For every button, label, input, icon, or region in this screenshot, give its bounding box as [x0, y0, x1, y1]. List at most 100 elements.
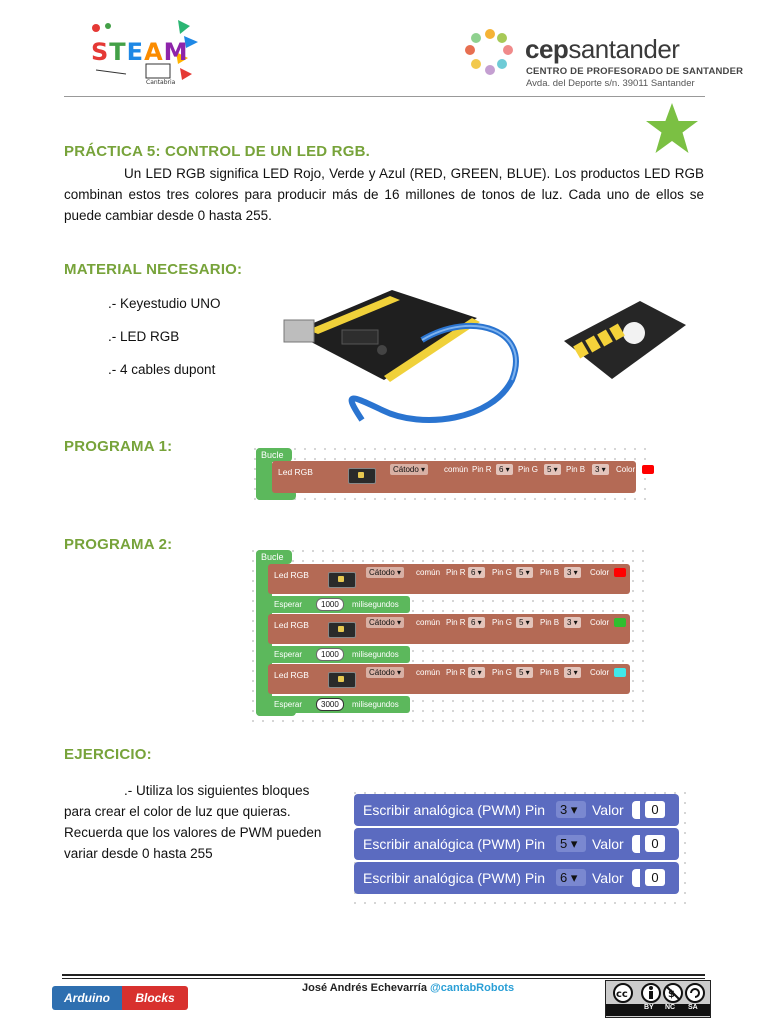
wait-block[interactable]: Esperar 1000 milisegundos — [268, 596, 410, 613]
pin-b-label: Pin B — [540, 618, 560, 627]
header-divider — [64, 96, 705, 97]
color-label: Color — [590, 618, 610, 627]
pin-b-dropdown[interactable]: 3 ▾ — [592, 464, 609, 475]
cc-sa-label: SA — [688, 1004, 698, 1011]
cc-icons: cc $ — [613, 983, 705, 1003]
pin-r-dropdown[interactable]: 6 ▾ — [468, 617, 485, 628]
pin-g-dropdown[interactable]: 5 ▾ — [516, 667, 533, 678]
color-label: Color — [590, 668, 610, 677]
pin-r-dropdown[interactable]: 6 ▾ — [468, 667, 485, 678]
footer-divider — [62, 974, 705, 976]
pwm-value-field[interactable]: 0 — [640, 799, 670, 820]
twitter-handle[interactable]: @cantabRobots — [430, 982, 515, 994]
led-chip-icon — [328, 672, 356, 688]
pwm-block[interactable]: Escribir analógica (PWM) Pin 6 ▾ Valor 0 — [354, 862, 679, 894]
cep-address: Avda. del Deporte s/n. 39011 Santander — [526, 78, 695, 89]
comun-label: común — [416, 668, 441, 677]
intro-paragraph: Un LED RGB significa LED Rojo, Verde y A… — [64, 166, 704, 223]
pwm-value-label: Valor — [592, 870, 624, 886]
led-chip-icon — [348, 468, 376, 484]
wait-ms-field[interactable]: 1000 — [316, 598, 344, 611]
arduino-board-image — [283, 290, 519, 423]
pwm-value-label: Valor — [592, 802, 624, 818]
led-rgb-label: Led RGB — [278, 467, 313, 477]
color-swatch[interactable] — [614, 568, 626, 577]
arduinoblocks-logo-right: Blocks — [122, 986, 188, 1010]
type-dropdown[interactable]: Cátodo ▾ — [366, 617, 405, 628]
cep-logo-icon — [465, 29, 513, 75]
ejercicio-instructions: .- Utiliza los siguientes bloques para c… — [64, 780, 334, 864]
led-rgb-block[interactable]: Led RGB Cátodo ▾ común Pin R 6 ▾ Pin G 5… — [272, 461, 654, 493]
wait-block[interactable]: Esperar 1000 milisegundos — [268, 646, 410, 663]
led-rgb-block[interactable]: Led RGB Cátodo ▾ común Pin R 6 ▾ Pin G 5… — [268, 614, 630, 644]
svg-text:$: $ — [668, 989, 675, 1000]
pwm-value-label: Valor — [592, 836, 624, 852]
pwm-block[interactable]: Escribir analógica (PWM) Pin 5 ▾ Valor 0 — [354, 828, 679, 860]
steam-logo: Cantabria — [92, 20, 198, 86]
cep-subtitle: CENTRO DE PROFESORADO DE SANTANDER — [526, 66, 744, 77]
svg-text:cc: cc — [616, 989, 628, 1000]
led-rgb-label: Led RGB — [274, 570, 309, 580]
color-label: Color — [590, 568, 610, 577]
comun-label: común — [416, 618, 441, 627]
cc-nc-label: NC — [665, 1004, 676, 1011]
pwm-label: Escribir analógica (PWM) Pin — [363, 836, 546, 852]
pwm-value-field[interactable]: 0 — [640, 833, 670, 854]
pin-b-dropdown[interactable]: 3 ▾ — [564, 617, 581, 628]
wait-label: Esperar — [274, 600, 303, 609]
pwm-label: Escribir analógica (PWM) Pin — [363, 802, 546, 818]
pwm-input-notch — [632, 869, 640, 887]
pwm-pin-dropdown[interactable]: 6 ▾ — [556, 869, 586, 886]
pin-g-label: Pin G — [492, 568, 513, 577]
pin-r-dropdown[interactable]: 6 ▾ — [496, 464, 513, 475]
color-swatch[interactable] — [614, 618, 626, 627]
ejercicio-line: para crear el color de luz que quieras. — [64, 804, 291, 819]
star-icon — [646, 103, 698, 153]
wait-ms-field[interactable]: 1000 — [316, 648, 344, 661]
led-rgb-block[interactable]: Led RGB Cátodo ▾ común Pin R 6 ▾ Pin G 5… — [268, 664, 630, 694]
color-swatch[interactable] — [642, 465, 654, 474]
pin-g-dropdown[interactable]: 5 ▾ — [544, 464, 561, 475]
pwm-pin-dropdown[interactable]: 3 ▾ — [556, 801, 586, 818]
pwm-value-field[interactable]: 0 — [640, 867, 670, 888]
wait-unit-label: milisegundos — [352, 600, 399, 609]
pin-r-dropdown[interactable]: 6 ▾ — [468, 567, 485, 578]
pwm-block[interactable]: Escribir analógica (PWM) Pin 3 ▾ Valor 0 — [354, 794, 679, 826]
pin-r-label: Pin R — [446, 568, 466, 577]
programa1-canvas: Bucle Led RGB Cátodo ▾ común Pin R 6 ▾ P… — [250, 444, 654, 502]
ejercicio-title: EJERCICIO: — [64, 746, 152, 763]
pin-g-dropdown[interactable]: 5 ▾ — [516, 567, 533, 578]
type-dropdown[interactable]: Cátodo ▾ — [366, 667, 405, 678]
led-chip-icon — [328, 572, 356, 588]
pin-r-label: Pin R — [446, 668, 466, 677]
wait-label: Esperar — [274, 700, 303, 709]
pin-b-label: Pin B — [540, 668, 560, 677]
led-chip-icon — [328, 622, 356, 638]
steam-logo-text: STEAM — [91, 38, 189, 66]
loop-label: Bucle — [261, 450, 284, 460]
pin-r-label: Pin R — [446, 618, 466, 627]
wait-label: Esperar — [274, 650, 303, 659]
pwm-input-notch — [632, 835, 640, 853]
wait-ms-field[interactable]: 3000 — [316, 698, 344, 711]
ejercicio-line: variar desde 0 hasta 255 — [64, 846, 213, 861]
cc-license-strip — [606, 1004, 710, 1016]
pwm-label: Escribir analógica (PWM) Pin — [363, 870, 546, 886]
wait-unit-label: milisegundos — [352, 650, 399, 659]
steam-caption-text: Cantabria — [146, 79, 176, 86]
pin-g-dropdown[interactable]: 5 ▾ — [516, 617, 533, 628]
type-dropdown[interactable]: Cátodo ▾ — [366, 567, 405, 578]
type-dropdown[interactable]: Cátodo ▾ — [390, 464, 429, 475]
color-swatch[interactable] — [614, 668, 626, 677]
pin-b-dropdown[interactable]: 3 ▾ — [564, 567, 581, 578]
pin-r-label: Pin R — [472, 465, 492, 474]
led-rgb-block[interactable]: Led RGB Cátodo ▾ común Pin R 6 ▾ Pin G 5… — [268, 564, 630, 594]
practica-title: PRÁCTICA 5: CONTROL DE UN LED RGB. — [64, 143, 370, 160]
pwm-pin-dropdown[interactable]: 5 ▾ — [556, 835, 586, 852]
led-rgb-label: Led RGB — [274, 670, 309, 680]
pin-b-dropdown[interactable]: 3 ▾ — [564, 667, 581, 678]
material-item: .- Keyestudio UNO — [108, 296, 221, 311]
material-item: .- 4 cables dupont — [108, 362, 216, 377]
wait-block[interactable]: Esperar 3000 milisegundos — [268, 696, 410, 713]
material-item: .- LED RGB — [108, 329, 180, 344]
